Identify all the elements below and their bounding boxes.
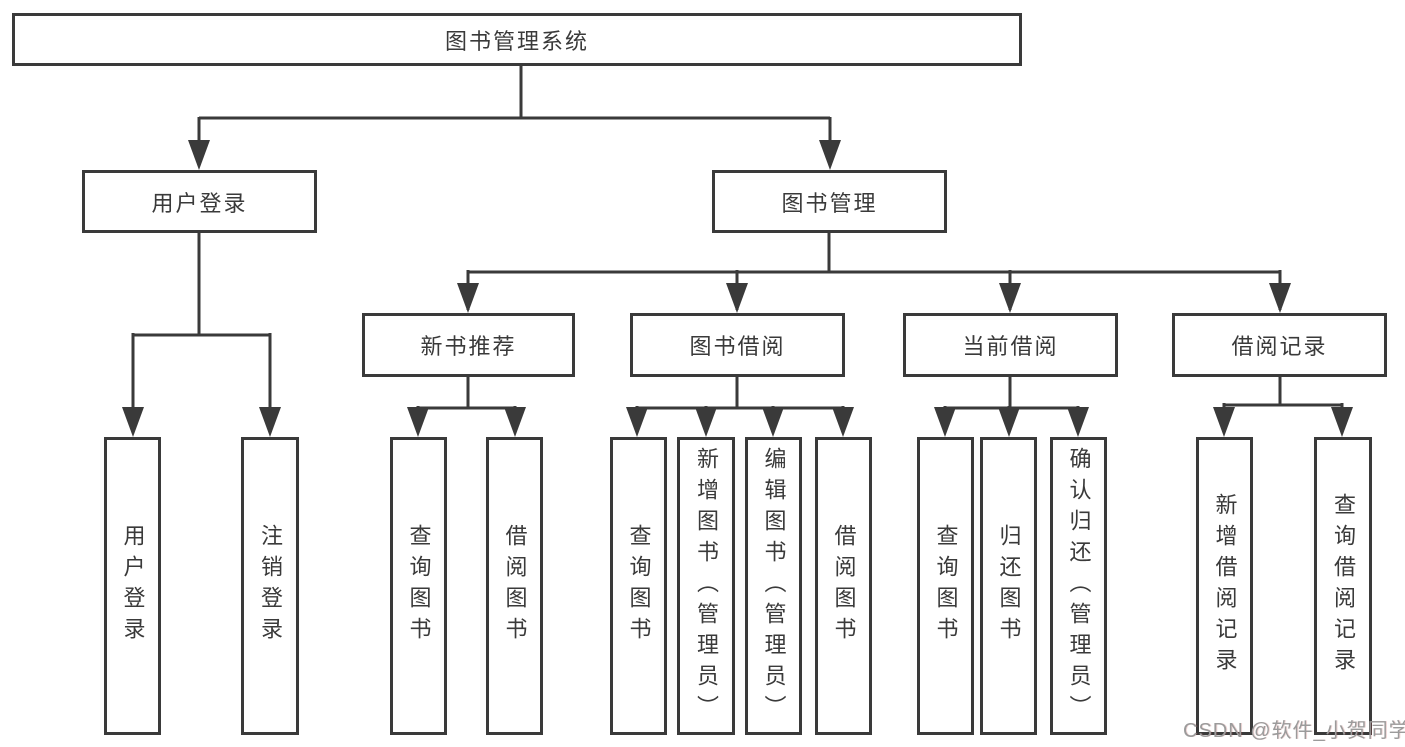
leaf-query-books-borrow: 查询图书 [610,437,667,735]
arrow-down-icon [998,407,1020,437]
node-label: 查询借阅记录 [1331,493,1356,679]
arrow-down-icon [832,407,854,437]
leaf-user-login: 用户登录 [104,437,161,735]
leaf-return-book: 归还图书 [980,437,1037,735]
node-label: 借阅图书 [502,524,528,648]
node-label: 确认归还（管理员） [1066,446,1092,726]
arrow-down-icon [726,283,748,313]
connector-line [466,232,1282,310]
node-label: 查询图书 [406,524,432,648]
connector-line [131,232,272,432]
node-label: 图书借阅 [689,334,786,359]
arrow-down-icon [1331,407,1353,437]
leaf-borrow-book: 借阅图书 [815,437,872,735]
node-label: 查询图书 [933,524,959,648]
node-user-login-branch: 用户登录 [82,170,317,233]
node-label: 当前借阅 [962,334,1059,359]
arrow-down-icon [122,407,144,437]
arrow-down-icon [934,407,956,437]
node-label: 新书推荐 [420,334,517,359]
arrow-down-icon [1213,407,1235,437]
arrow-down-icon [626,407,648,437]
node-label: 图书管理系统 [444,28,589,54]
leaf-query-borrow-record: 查询借阅记录 [1314,437,1372,735]
node-label: 借阅记录 [1231,334,1328,359]
node-label: 归还图书 [996,524,1022,648]
node-label: 借阅图书 [831,524,857,648]
leaf-borrow-books-recommend: 借阅图书 [486,437,543,735]
arrow-down-icon [819,140,841,170]
leaf-query-books-recommend: 查询图书 [390,437,447,735]
node-label: 编辑图书（管理员） [761,446,787,726]
node-label: 图书管理 [781,190,878,216]
connector-line [197,66,832,166]
node-label: 用户登录 [151,190,248,216]
leaf-add-borrow-record: 新增借阅记录 [1196,437,1253,735]
node-label: 新增借阅记录 [1212,493,1238,679]
connector-lines [131,66,1344,432]
leaf-logout: 注销登录 [241,437,299,735]
arrow-down-icon [188,140,210,170]
arrow-down-icon [762,407,784,437]
csdn-watermark: CSDN @软件_小贺同学 [1183,720,1405,742]
arrow-down-icon [1067,407,1089,437]
node-label: 查询图书 [626,524,652,648]
connector-line [635,376,845,432]
node-label: 用户登录 [120,524,146,648]
arrow-down-icon [999,283,1021,313]
node-borrow-records: 借阅记录 [1172,313,1387,377]
arrow-down-icon [1269,283,1291,313]
connector-arrowheads [122,140,1353,437]
arrow-down-icon [457,283,479,313]
node-book-borrow: 图书借阅 [630,313,845,377]
node-library-system: 图书管理系统 [12,13,1022,66]
arrow-down-icon [407,407,429,437]
arrow-down-icon [504,407,526,437]
node-label: 注销登录 [258,524,283,648]
leaf-confirm-return-admin: 确认归还（管理员） [1050,437,1107,735]
node-new-book-recommend: 新书推荐 [362,313,575,377]
node-label: 新增图书（管理员） [694,446,719,726]
arrow-down-icon [259,407,281,437]
node-current-borrow: 当前借阅 [903,313,1118,377]
node-book-management-branch: 图书管理 [712,170,947,233]
leaf-edit-book-admin: 编辑图书（管理员） [745,437,802,735]
arrow-down-icon [695,407,717,437]
connector-line [416,376,517,432]
leaf-query-books-current: 查询图书 [917,437,974,735]
connector-line [1222,376,1344,432]
leaf-add-book-admin: 新增图书（管理员） [677,437,735,735]
